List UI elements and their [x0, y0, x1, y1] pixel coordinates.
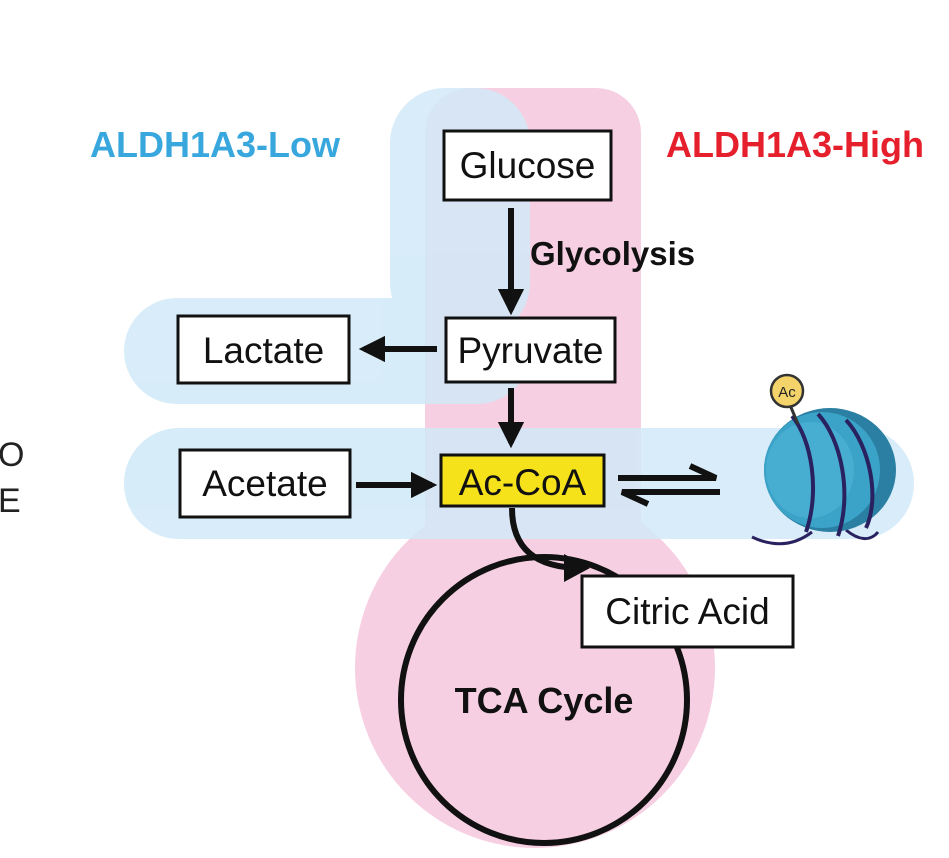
pyruvate-node: Pyruvate — [444, 316, 617, 384]
glucose-node: Glucose — [442, 129, 613, 202]
accoa-node: Ac-CoA — [439, 453, 606, 508]
glycolysis-label: Glycolysis — [530, 235, 695, 272]
acetyl-badge-icon: Ac — [769, 373, 805, 409]
nucleosome-icon — [751, 404, 896, 546]
pyruvate-label: Pyruvate — [457, 330, 603, 371]
tca-cycle-label: TCA Cycle — [455, 680, 634, 721]
left-edge-fragment-2: E — [0, 482, 21, 520]
acetyl-badge-label: Ac — [778, 384, 796, 401]
citric-acid-node: Citric Acid — [580, 574, 795, 649]
tca-cycle-circle — [398, 554, 690, 846]
lactate-node: Lactate — [176, 314, 351, 385]
acetate-node: Acetate — [178, 448, 352, 519]
left-edge-fragment-1: O — [0, 436, 24, 474]
aldh1a3-low-label: ALDH1A3-Low — [90, 124, 341, 165]
equilibrium-arrows — [618, 463, 720, 507]
accoa-label: Ac-CoA — [459, 462, 587, 503]
acetate-label: Acetate — [202, 463, 327, 504]
lactate-label: Lactate — [203, 330, 324, 371]
aldh1a3-high-label: ALDH1A3-High — [666, 124, 924, 165]
citric-acid-label: Citric Acid — [605, 591, 769, 632]
glucose-label: Glucose — [460, 145, 596, 186]
